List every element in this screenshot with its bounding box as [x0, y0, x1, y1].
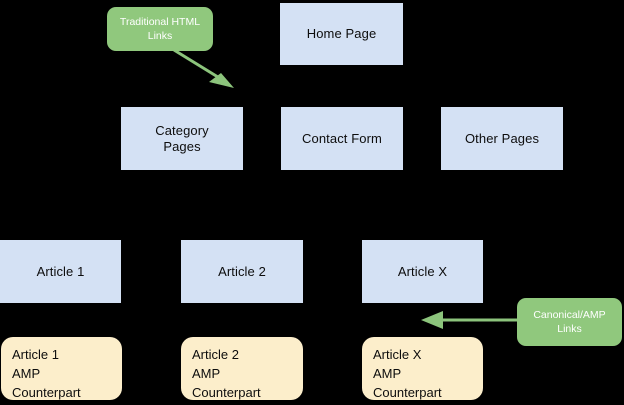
amp-box-article-x-amp-counterpart[interactable]: Article X AMP Counterpart — [362, 337, 483, 400]
callout-traditional-html-links[interactable]: Traditional HTML Links — [107, 7, 213, 51]
page-box-article-x[interactable]: Article X — [362, 240, 483, 303]
callout-canonical-amp-links[interactable]: Canonical/AMP Links — [517, 298, 622, 346]
canonical-amp-links-arrow — [421, 311, 518, 329]
page-box-other-pages[interactable]: Other Pages — [441, 107, 563, 170]
amp-box-article-1-amp-counterpart[interactable]: Article 1 AMP Counterpart — [1, 337, 122, 400]
page-box-contact-form[interactable]: Contact Form — [281, 107, 403, 170]
page-box-category-pages[interactable]: Category Pages — [121, 107, 243, 170]
amp-box-article-2-amp-counterpart[interactable]: Article 2 AMP Counterpart — [181, 337, 303, 400]
page-box-home-page[interactable]: Home Page — [280, 3, 403, 65]
page-box-article-1[interactable]: Article 1 — [0, 240, 121, 303]
traditional-html-links-arrow — [173, 48, 234, 88]
page-box-article-2[interactable]: Article 2 — [181, 240, 303, 303]
